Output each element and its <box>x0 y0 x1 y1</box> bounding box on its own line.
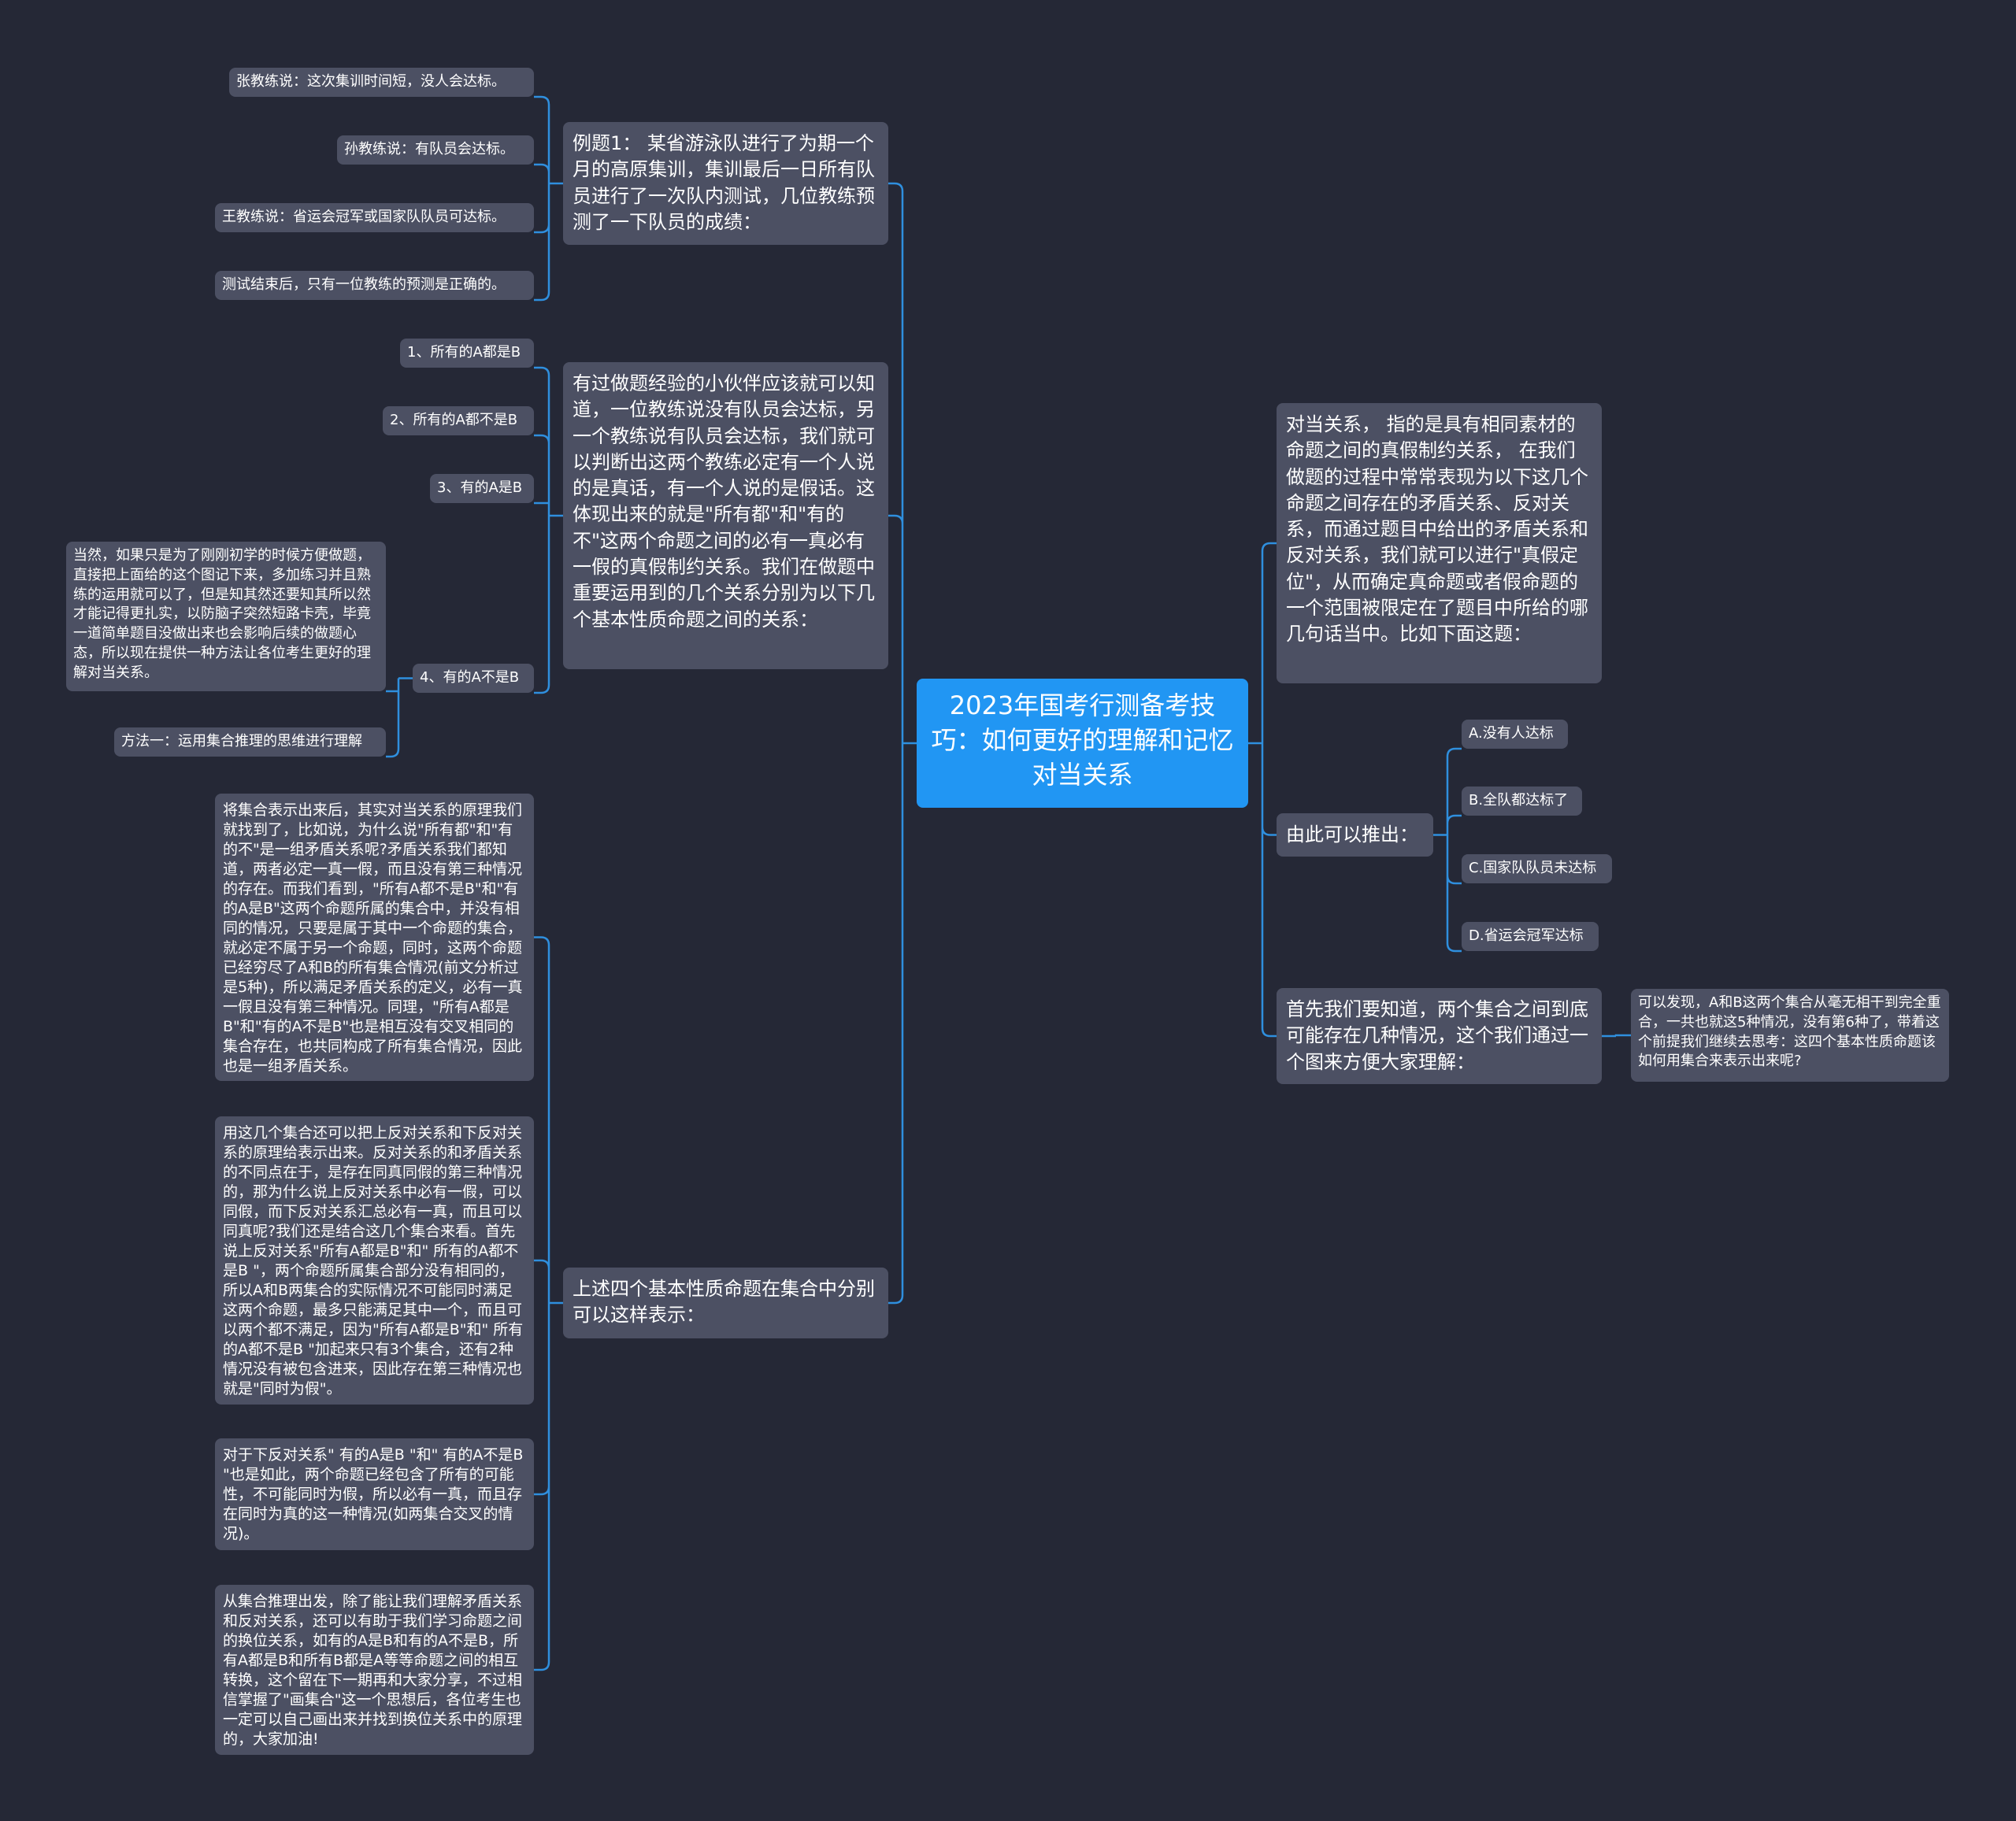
proposition-3[interactable]: 3、有的A是B <box>430 474 534 503</box>
deduce-connector <box>1433 747 1462 953</box>
example-item-wang[interactable]: 王教练说：省运会冠军或国家队队员可达标。 <box>215 203 534 232</box>
topic-deduce[interactable]: 由此可以推出： <box>1277 813 1433 857</box>
root-topic[interactable]: 2023年国考行测备考技巧：如何更好的理解和记忆对当关系 <box>917 679 1248 808</box>
option-c[interactable]: C.国家队队员未达标 <box>1462 854 1612 883</box>
method-one[interactable]: 方法一：运用集合推理的思维进行理解 <box>114 727 386 757</box>
example-connector <box>534 95 563 302</box>
root-right-connector <box>1248 542 1277 1038</box>
option-a[interactable]: A.没有人达标 <box>1462 720 1568 749</box>
experience-connector <box>534 366 563 694</box>
proposition-1[interactable]: 1、所有的A都是B <box>400 339 534 368</box>
topic-example-1[interactable]: 例题1： 某省游泳队进行了为期一个月的高原集训，集训最后一日所有队员进行了一次队… <box>563 122 888 245</box>
option-d[interactable]: D.省运会冠军达标 <box>1462 922 1599 951</box>
root-left-connector <box>888 182 917 1305</box>
sets-subcontrary[interactable]: 对于下反对关系" 有的A是B "和" 有的A不是B "也是如此，两个命题已经包含… <box>215 1438 534 1550</box>
first-note[interactable]: 可以发现，A和B这两个集合从毫无相干到完全重合，一共也就这5种情况，没有第6种了… <box>1631 989 1949 1082</box>
example-item-result[interactable]: 测试结束后，只有一位教练的预测是正确的。 <box>215 271 534 300</box>
option-b[interactable]: B.全队都达标了 <box>1462 787 1582 816</box>
proposition-4[interactable]: 4、有的A不是B <box>413 664 534 693</box>
sets-contrary[interactable]: 用这几个集合还可以把上反对关系和下反对关系的原理给表示出来。反对关系的和矛盾关系… <box>215 1116 534 1405</box>
sets-connector <box>534 936 563 1671</box>
proposition-2[interactable]: 2、所有的A都不是B <box>383 406 534 435</box>
example-item-sun[interactable]: 孙教练说：有队员会达标。 <box>337 135 534 165</box>
proposition-4-note[interactable]: 当然，如果只是为了刚刚初学的时候方便做题，直接把上面给的这个图记下来，多加练习并… <box>66 542 386 691</box>
topic-experience[interactable]: 有过做题经验的小伙伴应该就可以知道，一位教练说没有队员会达标，另一个教练说有队员… <box>563 362 888 669</box>
first-connector <box>1602 1034 1631 1038</box>
example-item-zhang[interactable]: 张教练说：这次集训时间短，没人会达标。 <box>229 68 534 97</box>
topic-definition[interactable]: 对当关系， 指的是具有相同素材的命题之间的真假制约关系， 在我们做题的过程中常常… <box>1277 403 1602 683</box>
topic-sets[interactable]: 上述四个基本性质命题在集合中分别可以这样表示： <box>563 1268 888 1338</box>
proposition-4-connector <box>386 677 413 758</box>
sets-contradiction[interactable]: 将集合表示出来后，其实对当关系的原理我们就找到了，比如说，为什么说"所有都"和"… <box>215 794 534 1081</box>
sets-conversion[interactable]: 从集合推理出发，除了能让我们理解矛盾关系和反对关系，还可以有助于我们学习命题之间… <box>215 1585 534 1755</box>
topic-first[interactable]: 首先我们要知道，两个集合之间到底可能存在几种情况，这个我们通过一个图来方便大家理… <box>1277 988 1602 1084</box>
